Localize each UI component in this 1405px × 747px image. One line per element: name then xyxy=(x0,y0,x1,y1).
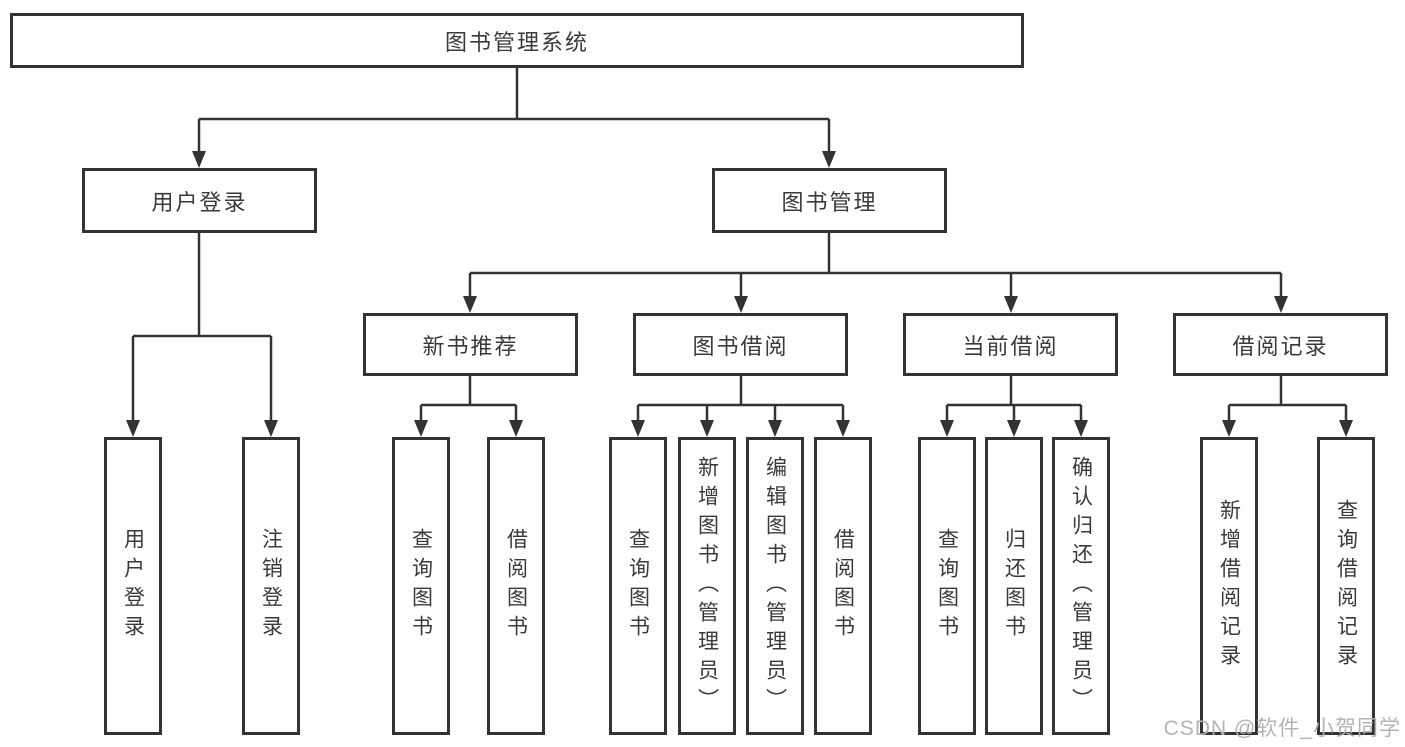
node-user-login: 用户登录 xyxy=(82,168,317,233)
leaf-user-login: 用户登录 xyxy=(104,437,162,735)
leaf-add-book-admin: 新增图书（管理员） xyxy=(678,437,736,735)
arrowheads xyxy=(126,151,1353,437)
node-book-management: 图书管理 xyxy=(712,168,947,233)
leaf-confirm-return-admin: 确认归还（管理员） xyxy=(1052,437,1110,735)
leaf-add-borrow-record: 新增借阅记录 xyxy=(1200,437,1258,735)
node-borrow-records: 借阅记录 xyxy=(1173,313,1388,376)
node-current-borrow: 当前借阅 xyxy=(903,313,1118,376)
leaf-query-borrow-record: 查询借阅记录 xyxy=(1317,437,1375,735)
node-root-system: 图书管理系统 xyxy=(10,13,1024,68)
node-book-borrow: 图书借阅 xyxy=(633,313,848,376)
leaf-edit-book-admin: 编辑图书（管理员） xyxy=(746,437,804,735)
leaf-query-book-borrow: 查询图书 xyxy=(609,437,667,735)
leaf-logout: 注销登录 xyxy=(242,437,300,735)
node-new-book-recommend: 新书推荐 xyxy=(363,313,578,376)
leaf-return-book: 归还图书 xyxy=(985,437,1043,735)
leaf-query-book-recommend: 查询图书 xyxy=(392,437,450,735)
leaf-borrow-book-recommend: 借阅图书 xyxy=(487,437,545,735)
leaf-query-book-current: 查询图书 xyxy=(918,437,976,735)
leaf-borrow-book: 借阅图书 xyxy=(814,437,872,735)
csdn-watermark: CSDN @软件_小贺同学 xyxy=(1163,717,1401,740)
